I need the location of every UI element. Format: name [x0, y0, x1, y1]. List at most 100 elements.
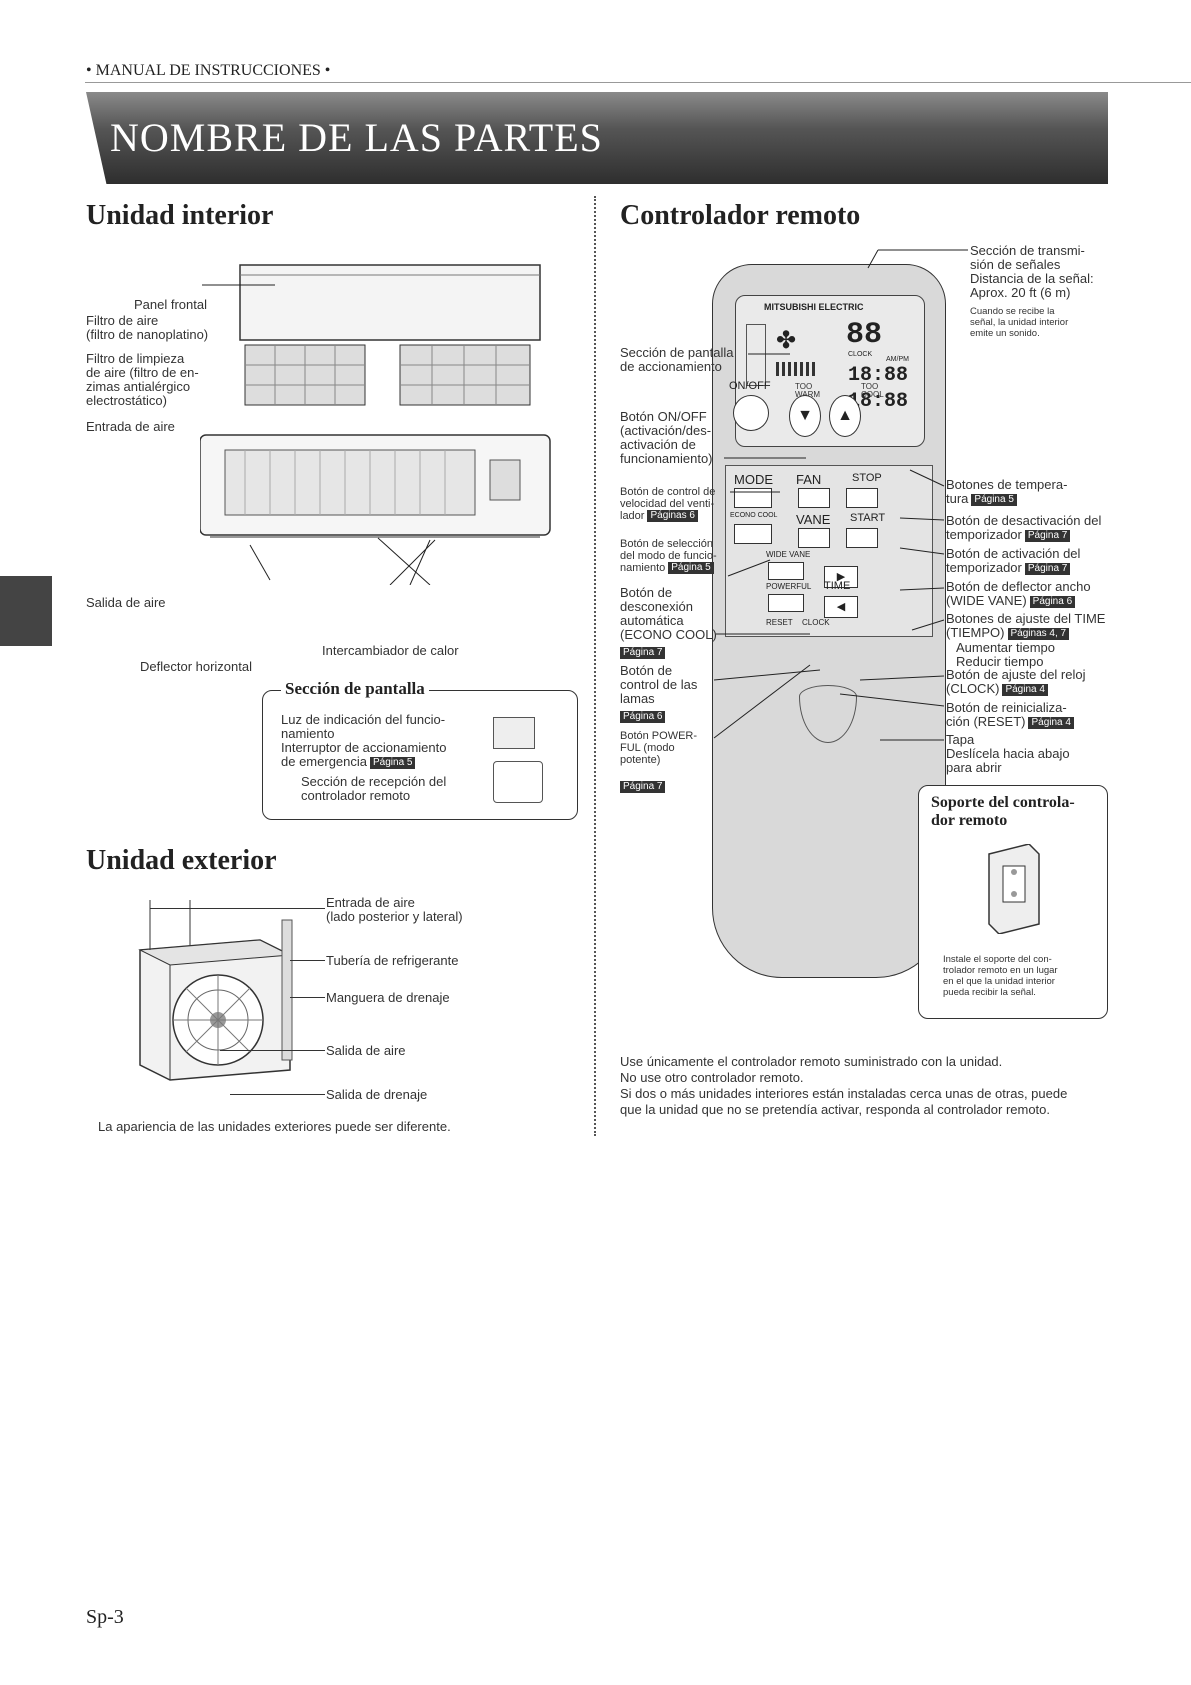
label-outdoor-tuberia: Tubería de refrigerante	[326, 953, 459, 968]
econo-cool-button[interactable]	[734, 524, 772, 544]
label-pantalla-accionamiento: Sección de pantalla de accionamiento	[620, 345, 734, 374]
lcd-temp: 88	[846, 318, 883, 352]
label-powerful-page: Página 7	[620, 778, 666, 796]
too-cool-label: TOO COOL	[861, 382, 884, 399]
side-tab	[0, 576, 52, 646]
indicator-lamp	[493, 717, 535, 749]
wide-vane-button[interactable]	[768, 562, 804, 580]
label-recepcion: Sección de recepción del controlador rem…	[301, 774, 447, 803]
mode-button[interactable]	[734, 488, 772, 508]
lcd-ampm: AM/PM	[886, 356, 909, 363]
label-modo: Botón de selección del modo de funcio- n…	[620, 538, 717, 575]
indoor-unit-drawing	[200, 264, 551, 585]
wide-vane-label: WIDE VANE	[766, 550, 811, 559]
remote-body: MITSUBISHI ELECTRIC 88 CLOCK AM/PM 18:88…	[712, 264, 946, 978]
leader-tuberia	[290, 960, 325, 961]
display-section-box: Sección de pantalla Luz de indicación de…	[262, 679, 578, 820]
label-luz-indicacion: Luz de indicación del funcio- namiento	[281, 712, 446, 741]
holder-box: Soporte del controla- dor remoto Instale…	[918, 785, 1108, 1019]
timer-stop-button[interactable]	[846, 488, 878, 508]
remote-usage-note: Use únicamente el controlador remoto sum…	[620, 1054, 1068, 1117]
label-transmision: Sección de transmi- sión de señales Dist…	[970, 243, 1094, 300]
label-lamas: Botón de control de las lamas	[620, 663, 698, 706]
clock-label: CLOCK	[802, 618, 830, 627]
time-up-button[interactable]: ▶	[824, 566, 858, 588]
indoor-heading: Unidad interior	[86, 200, 274, 231]
outdoor-unit-drawing	[138, 900, 293, 1081]
powerful-label: POWERFUL	[766, 582, 812, 591]
powerful-button[interactable]	[768, 594, 804, 612]
label-interruptor-emergencia: Interruptor de accionamiento de emergenc…	[281, 740, 447, 769]
label-onoff: Botón ON/OFF (activación/des- activación…	[620, 409, 713, 466]
label-outdoor-salida: Salida de aire	[326, 1043, 406, 1058]
label-econo: Botón de desconexión automática (ECONO C…	[620, 585, 717, 642]
start-label: START	[850, 512, 886, 524]
time-label: TIME	[824, 580, 851, 592]
label-tapa: Tapa Deslícela hacia abajo para abrir	[946, 732, 1070, 775]
outdoor-heading: Unidad exterior	[86, 845, 277, 876]
label-filtro-aire: Filtro de aire (filtro de nanoplatino)	[86, 313, 209, 342]
econo-label: ECONO COOL	[730, 512, 778, 519]
label-clock: Botón de ajuste del reloj (CLOCK)Página …	[946, 667, 1086, 696]
label-salida-aire: Salida de aire	[86, 595, 166, 610]
label-filtro-limpieza: Filtro de limpieza de aire (filtro de en…	[86, 351, 199, 408]
onoff-button[interactable]	[733, 395, 769, 431]
too-warm-label: TOO WARM	[795, 382, 820, 399]
label-outdoor-manguera: Manguera de drenaje	[326, 990, 450, 1005]
fan-label: FAN	[796, 472, 822, 487]
fan-button[interactable]	[798, 488, 830, 508]
label-time: Botones de ajuste del TIME (TIEMPO)Págin…	[946, 611, 1106, 640]
display-section-title: Sección de pantalla	[281, 679, 429, 699]
vane-label: VANE	[796, 512, 831, 527]
header-rule	[85, 82, 1191, 83]
temp-down-button[interactable]: ▼	[789, 395, 821, 437]
holder-title: Soporte del controla- dor remoto	[931, 794, 1075, 829]
label-deflector-ancho: Botón de deflector ancho (WIDE VANE)Pági…	[946, 579, 1091, 608]
label-panel-frontal: Panel frontal	[134, 297, 207, 312]
label-lamas-page: Página 6	[620, 708, 666, 726]
timer-start-button[interactable]	[846, 528, 878, 548]
label-outdoor-entrada: Entrada de aire (lado posterior y latera…	[326, 895, 463, 924]
vane-button[interactable]	[798, 528, 830, 548]
section-banner: NOMBRE DE LAS PARTES	[86, 92, 1108, 184]
fan-speed-bars	[776, 362, 816, 376]
stop-label: STOP	[852, 472, 882, 484]
temp-up-button[interactable]: ▲	[829, 395, 861, 437]
outdoor-note: La apariencia de las unidades exteriores…	[98, 1119, 451, 1134]
label-velocidad: Botón de control de velocidad del venti-…	[620, 486, 716, 523]
leader-drenaje	[230, 1094, 325, 1095]
lcd-clock-label: CLOCK	[848, 351, 873, 358]
fan-icon: ✤	[776, 327, 797, 354]
banner-title: NOMBRE DE LAS PARTES	[110, 115, 603, 160]
page-tag: Página 5	[370, 756, 416, 769]
mode-icons	[746, 324, 766, 386]
label-aumentar: Aumentar tiempo Reducir tiempo	[956, 640, 1055, 669]
time-down-button[interactable]: ◀	[824, 596, 858, 618]
label-econo-page: Página 7	[620, 644, 666, 662]
label-powerful: Botón POWER- FUL (modo potente)	[620, 730, 698, 766]
mode-label: MODE	[734, 472, 773, 487]
label-entrada-aire: Entrada de aire	[86, 419, 175, 434]
holder-drawing	[988, 844, 1040, 934]
receiver-window	[493, 761, 543, 803]
lcd-time-2: 18:88	[848, 390, 909, 413]
manual-header: • MANUAL DE INSTRUCCIONES •	[86, 62, 331, 79]
lcd-time-1: 18:88	[848, 364, 909, 387]
button-panel: MODE FAN STOP ECONO COOL VANE START WIDE…	[725, 465, 933, 637]
onoff-label: ON/OFF	[729, 380, 771, 392]
page-number: Sp-3	[86, 1606, 124, 1628]
reset-label: RESET	[766, 618, 793, 627]
remote-brand: MITSUBISHI ELECTRIC	[764, 302, 864, 312]
label-reset: Botón de reinicializa- ción (RESET)Págin…	[946, 701, 1074, 729]
leader-entrada	[150, 908, 325, 909]
cover-slide-mark	[799, 685, 857, 743]
label-transmision-note: Cuando se recibe la señal, la unidad int…	[970, 306, 1069, 339]
leader-salida	[220, 1050, 325, 1051]
column-divider	[594, 196, 596, 1136]
label-intercambiador: Intercambiador de calor	[322, 643, 459, 658]
label-deflector-horizontal: Deflector horizontal	[140, 659, 252, 674]
leader-manguera	[290, 997, 325, 998]
